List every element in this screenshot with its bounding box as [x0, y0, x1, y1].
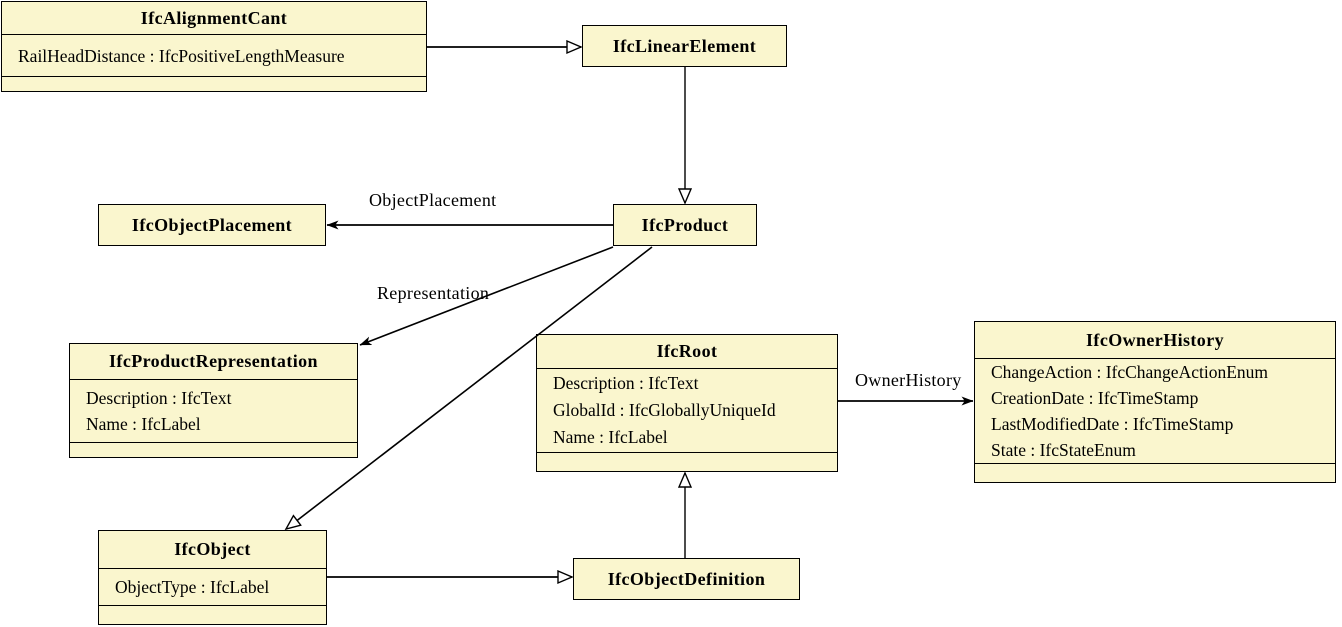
class-title: IfcAlignmentCant: [2, 2, 426, 35]
class-attribute: Name : IfcLabel: [553, 427, 668, 447]
class-ifcobjectdefinition[interactable]: IfcObjectDefinition: [573, 558, 800, 600]
class-attribute: GlobalId : IfcGloballyUniqueId: [553, 400, 776, 420]
class-ifcobjectplacement[interactable]: IfcObjectPlacement: [98, 204, 326, 246]
class-title: IfcObjectPlacement: [131, 214, 293, 235]
class-attribute: ChangeAction : IfcChangeActionEnum: [991, 362, 1269, 382]
class-attribute: LastModifiedDate : IfcTimeStamp: [991, 414, 1234, 434]
class-ifcownerhistory[interactable]: IfcOwnerHistory ChangeAction : IfcChange…: [974, 321, 1336, 483]
attributes-compartment: Description : IfcText GlobalId : IfcGlob…: [537, 369, 837, 453]
empty-compartment: [2, 77, 426, 91]
edge-label-objectplacement: ObjectPlacement: [369, 190, 497, 210]
attributes-compartment: RailHeadDistance : IfcPositiveLengthMeas…: [2, 35, 426, 77]
class-title: IfcOwnerHistory: [975, 322, 1335, 359]
class-title: IfcObjectDefinition: [607, 568, 766, 589]
class-title: IfcLinearElement: [612, 35, 757, 56]
attributes-compartment: ObjectType : IfcLabel: [99, 569, 326, 606]
attributes-compartment: Description : IfcText Name : IfcLabel: [70, 380, 357, 443]
class-ifcroot[interactable]: IfcRoot Description : IfcText GlobalId :…: [536, 334, 838, 472]
class-ifcobject[interactable]: IfcObject ObjectType : IfcLabel: [98, 530, 327, 625]
empty-compartment: [99, 606, 326, 624]
class-ifclinearelement[interactable]: IfcLinearElement: [582, 25, 787, 67]
empty-compartment: [975, 464, 1335, 482]
class-attribute: ObjectType : IfcLabel: [115, 577, 270, 597]
class-attribute: Name : IfcLabel: [86, 414, 201, 434]
class-attribute: Description : IfcText: [553, 373, 699, 393]
class-attribute: State : IfcStateEnum: [991, 440, 1136, 460]
class-title: IfcRoot: [537, 335, 837, 369]
attributes-compartment: ChangeAction : IfcChangeActionEnum Creat…: [975, 359, 1335, 464]
class-attribute: CreationDate : IfcTimeStamp: [991, 388, 1199, 408]
edge-label-representation: Representation: [377, 283, 490, 303]
class-ifcproduct[interactable]: IfcProduct: [613, 204, 757, 246]
class-attribute: RailHeadDistance : IfcPositiveLengthMeas…: [18, 45, 345, 66]
class-title: IfcProduct: [641, 214, 729, 235]
edge-label-ownerhistory: OwnerHistory: [855, 370, 962, 390]
empty-compartment: [537, 453, 837, 471]
class-ifcproductrepresentation[interactable]: IfcProductRepresentation Description : I…: [69, 343, 358, 458]
class-ifcalignmentcant[interactable]: IfcAlignmentCant RailHeadDistance : IfcP…: [1, 1, 427, 92]
class-attribute: Description : IfcText: [86, 388, 232, 408]
class-title: IfcObject: [99, 531, 326, 569]
empty-compartment: [70, 443, 357, 457]
class-title: IfcProductRepresentation: [70, 344, 357, 380]
